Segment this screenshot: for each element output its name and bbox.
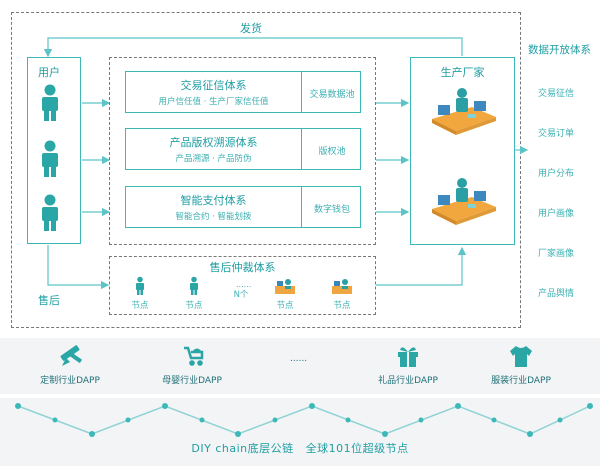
system-row-payment: 智能支付体系 智能合约 · 智能划拨 数字钱包 bbox=[125, 186, 361, 228]
factory-worker-icon bbox=[432, 178, 496, 225]
arbitration-box bbox=[109, 256, 376, 315]
system-row-copyright: 产品版权溯源体系 产品溯源 · 产品防伪 版权池 bbox=[125, 128, 361, 170]
open-data-item: 用户画像 bbox=[538, 209, 575, 219]
factory-worker-icon bbox=[432, 88, 496, 135]
ship-label: 发货 bbox=[240, 22, 262, 35]
ship-arrow bbox=[43, 37, 463, 58]
system-sub: 用户信任值 · 生产厂家信任值 bbox=[158, 97, 269, 107]
gift-icon bbox=[398, 347, 418, 367]
user-person-icon bbox=[42, 140, 58, 177]
arbitration-title: 售后仲裁体系 bbox=[209, 261, 276, 274]
system-sub: 智能合约 · 智能划拨 bbox=[175, 212, 252, 222]
user-person-icon bbox=[42, 194, 58, 231]
pencil-ruler-icon bbox=[60, 345, 83, 366]
systems-dashed-box bbox=[109, 57, 376, 245]
dapp-label: 定制行业DAPP bbox=[40, 376, 100, 386]
system-sub: 产品溯源 · 产品防伪 bbox=[175, 154, 252, 164]
dapp-label: 服装行业DAPP bbox=[491, 376, 551, 386]
chain-zigzag bbox=[15, 403, 593, 437]
factory-box-title: 生产厂家 bbox=[440, 66, 485, 79]
node-person-icon bbox=[190, 276, 198, 295]
stroller-icon bbox=[184, 346, 204, 366]
flow-arrows bbox=[43, 37, 529, 290]
node-label: 节点 bbox=[185, 301, 203, 311]
chain-band bbox=[0, 398, 600, 466]
system-title: 智能支付体系 bbox=[180, 194, 247, 207]
shirt-icon bbox=[510, 346, 532, 367]
system-row-credit: 交易征信体系 用户信任值 · 生产厂家信任值 交易数据池 bbox=[125, 71, 361, 113]
node-person-icon bbox=[136, 276, 144, 295]
system-side: 交易数据池 bbox=[309, 90, 355, 100]
node-label: N个 bbox=[233, 290, 249, 300]
dapp-label: 礼品行业DAPP bbox=[378, 376, 438, 386]
node-factory-icon bbox=[275, 279, 295, 294]
user-person-icon bbox=[42, 84, 58, 121]
node-factory-icon bbox=[332, 279, 352, 294]
open-data-item: 厂家画像 bbox=[538, 249, 575, 259]
open-data-item: 用户分布 bbox=[538, 169, 575, 179]
node-label: 节点 bbox=[276, 301, 294, 311]
dapp-ellipsis: ...... bbox=[290, 354, 308, 364]
system-side: 版权池 bbox=[318, 147, 346, 157]
dapp-band bbox=[0, 338, 600, 394]
system-title: 产品版权溯源体系 bbox=[169, 136, 258, 149]
node-label: 节点 bbox=[333, 301, 351, 311]
system-title: 交易征信体系 bbox=[180, 79, 247, 92]
aftersale-label: 售后 bbox=[38, 294, 60, 307]
open-data-item: 产品舆情 bbox=[538, 289, 575, 299]
open-data-item: 交易订单 bbox=[538, 129, 575, 139]
chain-label: DIY chain底层公链 全球101位超级节点 bbox=[191, 442, 409, 455]
open-data-title: 数据开放体系 bbox=[528, 44, 591, 56]
user-box-title: 用户 bbox=[38, 66, 60, 79]
main-dashed-frame bbox=[11, 12, 521, 328]
dapp-label: 母婴行业DAPP bbox=[162, 376, 222, 386]
open-data-item: 交易征信 bbox=[538, 89, 575, 99]
node-ellipsis: ...... bbox=[236, 280, 252, 289]
node-label: 节点 bbox=[131, 301, 149, 311]
system-side: 数字钱包 bbox=[313, 205, 350, 215]
